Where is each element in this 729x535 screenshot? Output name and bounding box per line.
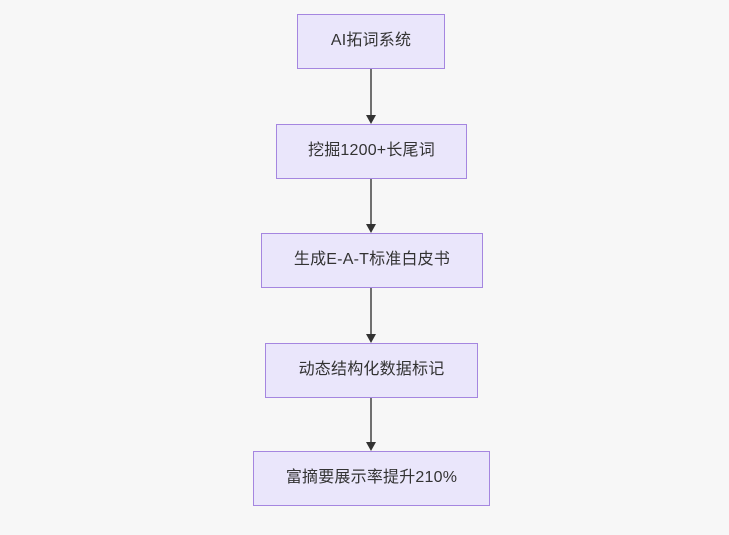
flow-node-n3[interactable]: 生成E-A-T标准白皮书: [261, 233, 483, 288]
arrowhead-icon: [366, 334, 376, 343]
edge-n3-to-n4: [366, 288, 376, 343]
edge-n2-to-n3: [366, 179, 376, 233]
flow-node-label: 挖掘1200+长尾词: [308, 142, 435, 160]
arrowhead-icon: [366, 115, 376, 124]
flow-node-label: 动态结构化数据标记: [298, 361, 445, 379]
flow-node-n4[interactable]: 动态结构化数据标记: [265, 343, 478, 398]
edge-n1-to-n2: [366, 69, 376, 124]
flow-node-n1[interactable]: AI拓词系统: [297, 14, 445, 69]
arrowhead-icon: [366, 442, 376, 451]
flow-node-n5[interactable]: 富摘要展示率提升210%: [253, 451, 490, 506]
flow-node-label: 富摘要展示率提升210%: [285, 469, 458, 487]
flow-node-n2[interactable]: 挖掘1200+长尾词: [276, 124, 467, 179]
flow-node-label: 生成E-A-T标准白皮书: [293, 251, 451, 269]
edge-n4-to-n5: [366, 397, 376, 451]
arrowhead-icon: [366, 224, 376, 233]
flow-node-label: AI拓词系统: [330, 32, 412, 50]
